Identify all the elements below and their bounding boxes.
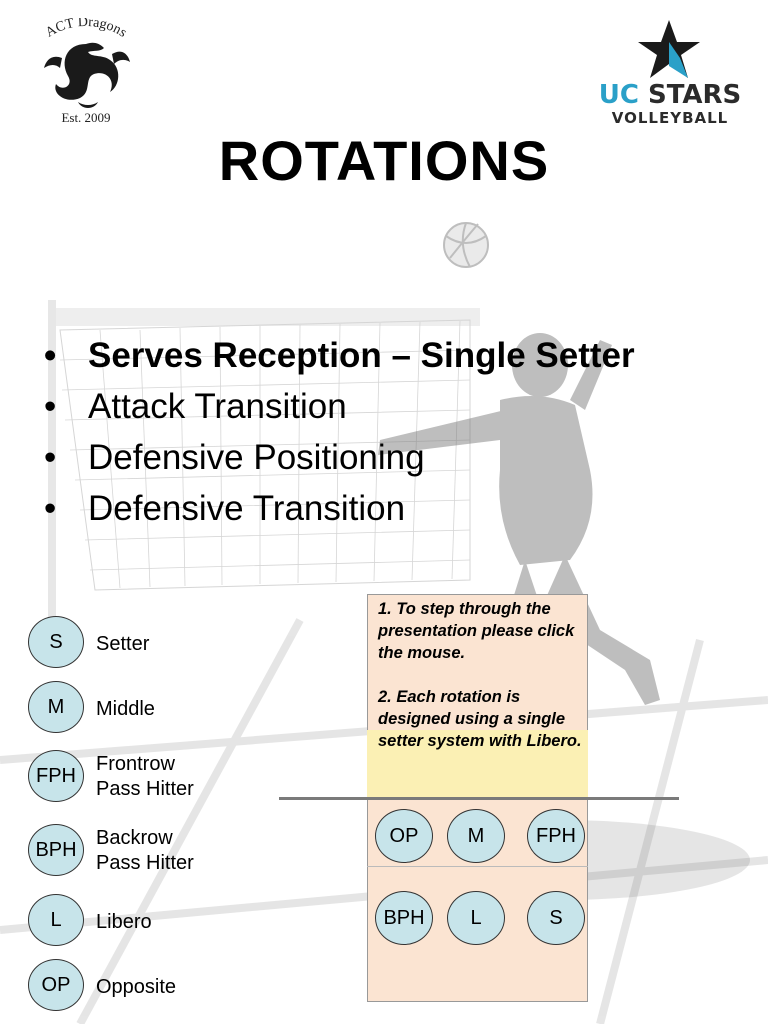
list-item: •Serves Reception – Single Setter — [44, 336, 635, 375]
position-badge: L — [28, 894, 84, 946]
position-badge: BPH — [28, 824, 84, 876]
note-paragraph-2: 2. Each rotation is designed using a sin… — [378, 688, 582, 750]
position-badge: FPH — [28, 750, 84, 802]
list-item: •Defensive Transition — [44, 489, 406, 528]
svg-text:ACT Dragons: ACT Dragons — [43, 18, 129, 41]
legend-label: Frontrow — [96, 753, 175, 775]
legend-label: Middle — [96, 698, 155, 720]
legend-label: Setter — [96, 633, 150, 655]
uc-stars-wordmark: UC STARS — [598, 80, 742, 110]
list-item: •Defensive Positioning — [44, 438, 425, 477]
position-badge: S — [28, 616, 84, 668]
legend-label: Opposite — [96, 976, 177, 998]
est-text: Est. 2009 — [61, 110, 110, 125]
instruction-note: 1. To step through the presentation plea… — [378, 598, 590, 752]
note-highlight — [367, 730, 588, 800]
player-frontrow-pass-hitter[interactable]: FPH — [527, 809, 585, 863]
legend-label: Backrow — [96, 827, 173, 849]
net-line — [279, 797, 679, 800]
legend-label-line2: Pass Hitter — [96, 852, 194, 874]
player-opposite[interactable]: OP — [375, 809, 433, 863]
player-libero[interactable]: L — [447, 891, 505, 945]
star-icon — [638, 20, 700, 78]
page-title: ROTATIONS — [218, 129, 550, 192]
volleyball-wordmark: VOLLEYBALL — [611, 109, 729, 127]
position-badge: M — [28, 681, 84, 733]
legend-label: Libero — [96, 911, 152, 933]
volleyball-net — [48, 300, 480, 630]
uc-stars-logo: UC STARS VOLLEYBALL — [590, 14, 750, 127]
player-middle[interactable]: M — [447, 809, 505, 863]
note-paragraph-1: 1. To step through the presentation plea… — [378, 600, 575, 662]
list-item: •Attack Transition — [44, 387, 347, 426]
position-badge: OP — [28, 959, 84, 1011]
act-dragons-logo: ACT Dragons Est. 2009 — [22, 15, 150, 130]
dragon-emblem-icon — [44, 42, 130, 108]
player-backrow-pass-hitter[interactable]: BPH — [375, 891, 433, 945]
attack-line — [367, 866, 588, 867]
legend-label-line2: Pass Hitter — [96, 778, 194, 800]
topic-list: •Serves Reception – Single Setter •Attac… — [44, 330, 635, 534]
player-setter[interactable]: S — [527, 891, 585, 945]
volleyball-ball — [443, 222, 489, 268]
